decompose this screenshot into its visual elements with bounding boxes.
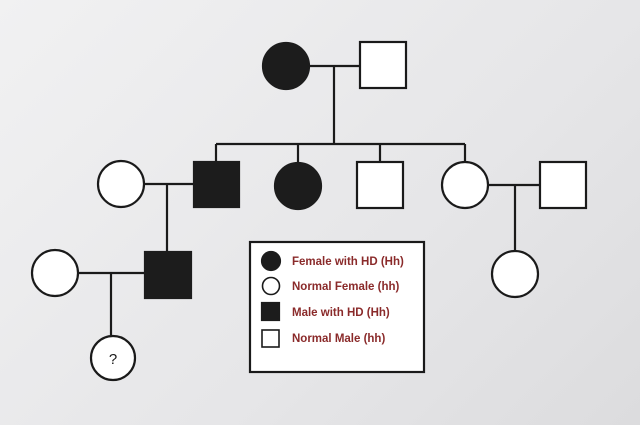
gen2-normal-female [440, 160, 490, 210]
legend-label-normal-male: Normal Male (hh) [292, 333, 385, 345]
legend-label-affected-male: Male with HD (Hh) [292, 307, 390, 319]
legend-label-normal-female: Normal Female (hh) [292, 281, 400, 293]
legend-open-square-icon [261, 329, 280, 348]
gen2-normal-male-spouse [538, 160, 588, 210]
gen3-normal-female [490, 249, 540, 299]
legend-open-circle-icon [261, 276, 281, 296]
gen2-affected-male [192, 160, 241, 209]
gen3-normal-female-spouse [30, 248, 80, 298]
gen1-affected-female [261, 41, 311, 91]
gen4-unknown-child [89, 334, 137, 382]
gen2-affected-female [273, 161, 323, 211]
unknown-child-label: ? [109, 351, 117, 368]
gen3-affected-male [143, 250, 193, 300]
legend: Female with HD (Hh) Normal Female (hh) M… [248, 240, 426, 374]
legend-filled-circle-icon [260, 250, 282, 272]
gen2-normal-male [355, 160, 405, 210]
gen1-normal-male [358, 40, 408, 90]
legend-label-affected-female: Female with HD (Hh) [292, 256, 404, 268]
gen2-normal-female-spouse [96, 159, 146, 209]
legend-filled-square-icon [260, 301, 281, 322]
